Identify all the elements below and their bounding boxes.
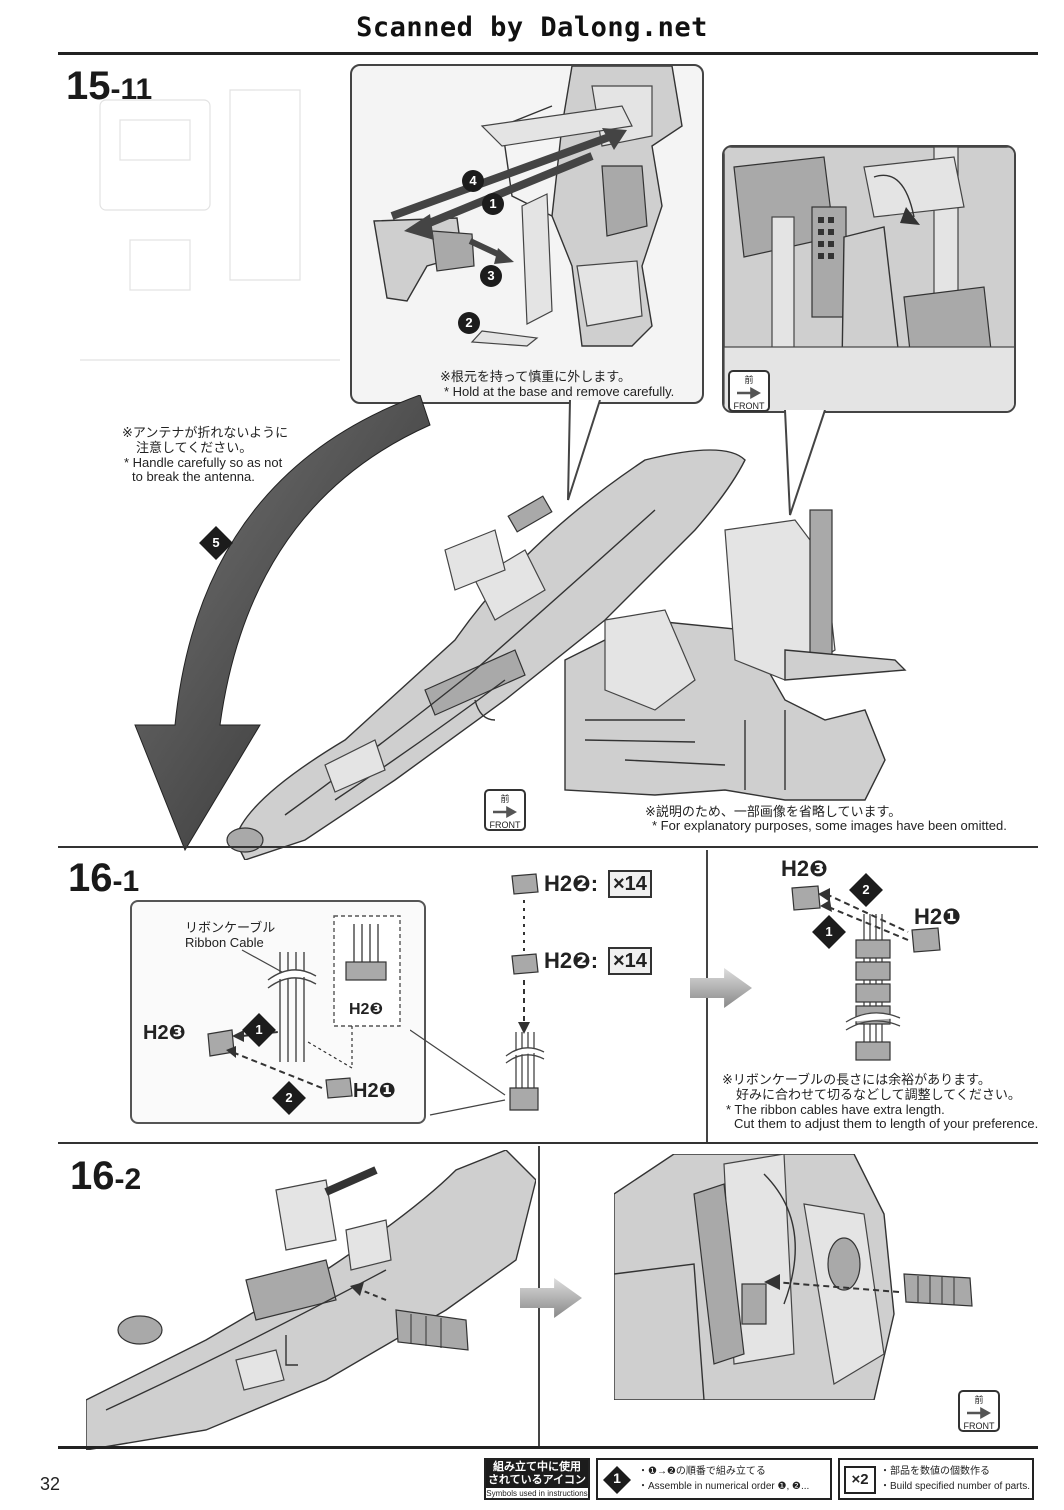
legend-icons-box: 組み立て中に使用 されているアイコン Symbols used in instr… [484,1458,590,1500]
legend-icons-en: Symbols used in instructions [486,1489,588,1498]
ribbon-marker-1: 1 [242,1013,276,1047]
step-minor: -11 [110,73,153,106]
omitted-note-jp: ※説明のため、一部画像を省略しています。 [645,804,902,819]
background-ghost-artwork [80,89,340,361]
antenna-note-jp2: 注意してください。 [136,440,253,455]
front-jp: 前 [974,1395,984,1405]
rule-16-1 [58,846,1038,848]
part-label-h2-1: H2❶ [353,1080,396,1102]
callout-pointer-right [784,410,826,516]
length-note-jp2: 好みに合わせて切るなどして調整してください。 [736,1087,1021,1102]
callout-back-view [722,145,1016,413]
watermark: Scanned by Dalong.net [356,12,708,43]
rule-16-2 [58,1142,1038,1144]
length-note-jp1: ※リボンケーブルの長さには余裕があります。 [722,1072,991,1087]
legend-icons-jp2: されているアイコン [487,1474,587,1486]
front-badge-middle: 前 FRONT [484,789,526,831]
marker-2: 2 [458,312,480,334]
legend-order-jp: ・❶→❷の順番で組み立てる [638,1466,766,1477]
antenna-note-jp1: ※アンテナが折れないように [122,425,289,440]
step-minor: -2 [114,1163,142,1196]
marker-1: 1 [482,193,504,215]
marker-3: 3 [480,265,502,287]
step-major: 16 [68,856,113,900]
front-arrow-icon [737,387,761,399]
legend-order-num: 1 [613,1470,621,1486]
step-16-1-title: 16-1 [68,856,139,901]
assembled-marker-1: 1 [812,915,846,949]
stack-qty-1: ×14 [608,870,652,898]
front-en: FRONT [963,1421,995,1431]
front-en: FRONT [489,820,521,830]
stack-leader-lines [410,1029,506,1116]
front-badge-top: 前 FRONT [728,370,770,412]
ribbon-marker-1-label: 1 [255,1022,263,1037]
step-major: 15 [66,64,111,108]
ribbon-panel-artwork [207,915,401,1099]
callout-back-view-artwork [724,147,1014,411]
length-note-en1: * The ribbon cables have extra length. [726,1102,945,1117]
front-jp: 前 [744,375,754,385]
antenna-note-en2: to break the antenna. [132,469,255,484]
front-jp: 前 [500,794,510,804]
ribbon-marker-2: 2 [272,1081,306,1115]
assembled-part-top: H2❸ [781,856,828,881]
stack-qty-2: ×14 [608,947,652,975]
legend-count-jp: ・部品を数値の個数作る [880,1466,990,1477]
callout-pointer-left [567,400,601,501]
step-major: 16 [70,1154,115,1198]
omitted-note-en: * For explanatory purposes, some images … [652,818,1007,833]
remove-note-en: * Hold at the base and remove carefully. [444,384,675,399]
stack-part-1: H2❷: [544,871,599,896]
transition-arrow-16-1 [690,968,752,1008]
assembled-part-right: H2❶ [914,904,961,929]
top-rule [58,52,1038,55]
assembled-marker-1-label: 1 [825,924,833,939]
inset-part-label: H2❸ [349,1001,383,1018]
part-label-h2-3: H2❸ [143,1022,186,1044]
step-16-2-title: 16-2 [70,1154,141,1199]
bottom-rule [58,1446,1038,1449]
length-note-en2: Cut them to adjust them to length of you… [734,1116,1039,1131]
ribbon-label-jp: リボンケーブル [185,920,276,935]
assembled-ribbon-artwork [791,885,941,1061]
legend-count-en: ・Build specified number of parts. [880,1481,1031,1492]
robot-with-cannon-artwork [226,449,907,860]
antenna-note-en1: * Handle carefully so as not [124,455,283,470]
rotation-arrow [134,395,431,852]
front-arrow-icon [493,806,517,818]
ribbon-marker-2-label: 2 [285,1090,293,1105]
callout-remove-parts [350,64,704,404]
small-part-artwork [903,1273,973,1307]
step-minor: -1 [112,865,140,898]
legend-icons-title: 組み立て中に使用 されているアイコン [486,1460,588,1488]
step-15-11-title: 15-11 [66,64,152,109]
front-en: FRONT [733,401,765,411]
front-badge-bottom: 前 FRONT [958,1390,1000,1432]
legend-order-en: ・Assemble in numerical order ❶, ❷... [638,1481,810,1492]
remove-note-jp: ※根元を持って慎重に外します。 [440,369,631,384]
legend-icons-jp1: 組み立て中に使用 [493,1461,581,1473]
page-number: 32 [40,1474,61,1494]
legend-count-icon: ×2 [844,1466,876,1494]
legend-order-box: 1 ・❶→❷の順番で組み立てる ・Assemble in numerical o… [596,1458,832,1500]
stack-column-artwork [505,873,545,1111]
ribbon-cable-panel [130,900,426,1124]
marker-4: 4 [462,170,484,192]
front-arrow-icon [967,1407,991,1419]
assembled-marker-2: 2 [849,873,883,907]
callout-remove-parts-artwork [373,66,683,347]
cannon-detail-artwork [86,1150,536,1450]
robot-back-detail-artwork [614,1154,900,1400]
ribbon-label-en: Ribbon Cable [185,935,264,950]
assembled-marker-2-label: 2 [862,882,870,897]
legend-count-box: ×2 ・部品を数値の個数作る ・Build specified number o… [838,1458,1034,1500]
stack-part-2: H2❷: [544,948,599,973]
